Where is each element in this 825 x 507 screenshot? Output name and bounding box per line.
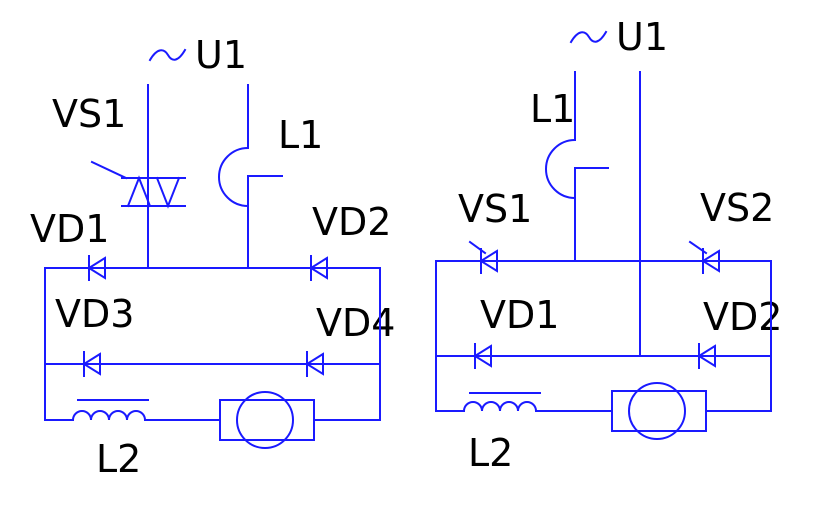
right-vd2-label: VD2 (703, 295, 782, 339)
left-inductor-l1 (218, 146, 283, 269)
right-l1-label: L1 (530, 87, 575, 131)
left-diode-vd3 (82, 351, 101, 377)
right-supply-label: U1 (616, 15, 668, 59)
right-circuit: U1 L1 VS1 VS2 VD1 (435, 15, 782, 475)
left-vd1-label: VD1 (30, 207, 109, 251)
right-inductor-l2 (462, 392, 541, 413)
left-diode-vd4 (305, 351, 324, 377)
right-diode-vd1 (473, 343, 492, 369)
left-triac-vs1 (90, 160, 186, 209)
right-thyristor-vs1 (468, 240, 498, 274)
left-motor (219, 391, 315, 449)
right-inductor-l1 (545, 138, 609, 262)
right-ac-source-symbol (569, 30, 608, 44)
left-diode-vd1 (87, 255, 106, 281)
left-vd2-label: VD2 (312, 200, 391, 244)
right-vd1-label: VD1 (480, 293, 559, 337)
left-supply-label: U1 (195, 33, 247, 77)
right-thyristor-vs2 (688, 240, 720, 274)
left-inductor-l2 (71, 399, 149, 422)
left-l2-label: L2 (96, 437, 141, 481)
right-vs1-label: VS1 (458, 187, 532, 231)
left-diode-vd2 (309, 255, 328, 281)
right-motor (611, 382, 707, 440)
left-ac-source-symbol (148, 48, 187, 62)
right-diode-vd2 (697, 343, 716, 369)
left-circuit: U1 VS1 L1 VD1 (30, 33, 395, 481)
right-l2-label: L2 (468, 431, 513, 475)
left-l1-label: L1 (278, 113, 323, 157)
left-vs1-label: VS1 (52, 92, 126, 136)
right-vs2-label: VS2 (700, 186, 774, 230)
left-vd3-label: VD3 (55, 292, 134, 336)
left-vd4-label: VD4 (316, 301, 395, 345)
